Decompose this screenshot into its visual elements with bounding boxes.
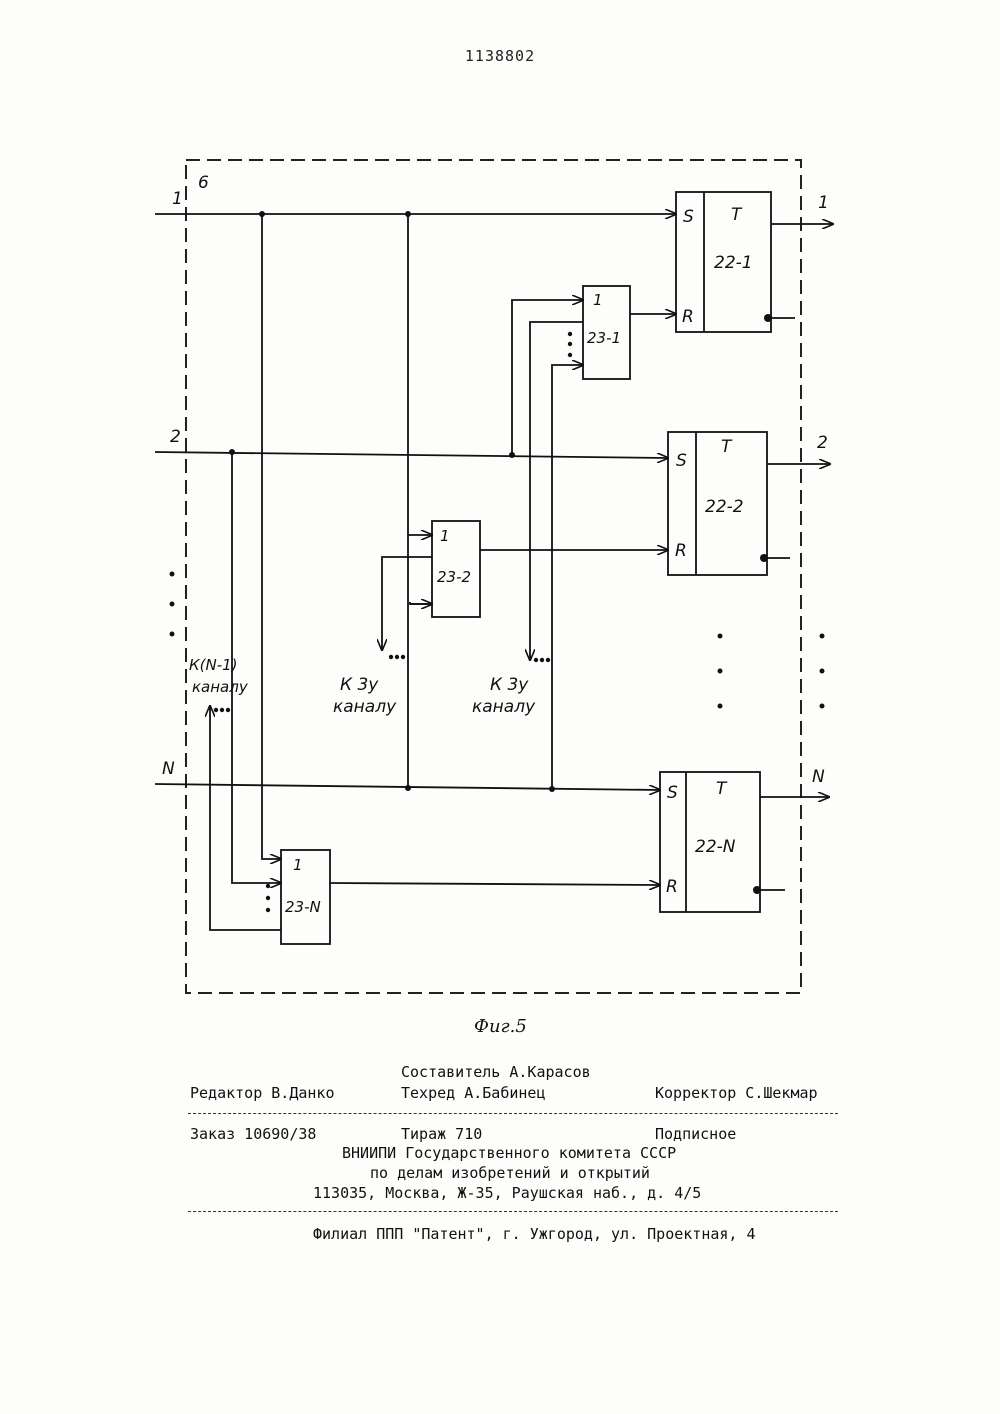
imprint-techred: Техред А.Бабинец bbox=[401, 1084, 546, 1102]
output-label-2: 2 bbox=[817, 433, 828, 453]
trigger-22-n-r: R bbox=[666, 877, 678, 897]
or-gate-23-n-type: 1 bbox=[293, 856, 303, 874]
input-label-1: 1 bbox=[172, 189, 183, 209]
trigger-22-n-id: 22-N bbox=[695, 837, 736, 857]
output-label-1: 1 bbox=[818, 193, 829, 213]
wire-1-to-232 bbox=[408, 214, 432, 535]
trigger-22-1-type: T bbox=[731, 205, 743, 225]
output-label-n: N bbox=[812, 767, 825, 787]
imprint-compiler: Составитель А.Карасов bbox=[401, 1063, 591, 1081]
channel-note-c-line2: каналу bbox=[192, 678, 249, 696]
or-gate-23-n-id: 23-N bbox=[285, 898, 321, 916]
or-gate-23-n bbox=[281, 850, 330, 944]
wire-channel-N1 bbox=[210, 706, 281, 930]
imprint-org-line1: ВНИИПИ Государственного комитета СССР bbox=[342, 1144, 676, 1162]
or-gate-23-1-id: 23-1 bbox=[587, 329, 621, 347]
input-label-n: N bbox=[162, 759, 175, 779]
channel-note-c-line1: К(N-1) bbox=[189, 656, 238, 674]
wire-1-to-23N bbox=[262, 214, 281, 859]
imprint-rule-1 bbox=[188, 1113, 838, 1114]
trigger-22-2-s: S bbox=[676, 451, 687, 471]
imprint-order: Заказ 10690/38 bbox=[190, 1125, 316, 1143]
trigger-22-2-r: R bbox=[675, 541, 687, 561]
imprint-corrector: Корректор С.Шекмар bbox=[655, 1084, 818, 1102]
trigger-22-2-id: 22-2 bbox=[705, 497, 744, 517]
channel-note-a-line2: каналу bbox=[333, 697, 397, 717]
channel-note-b-line1: К 3у bbox=[490, 675, 529, 695]
wire-to-channel-3a bbox=[530, 322, 583, 660]
or-gate-23-1-type: 1 bbox=[593, 291, 603, 309]
wire-N-to-231 bbox=[552, 365, 583, 789]
channel-note-a-line1: К 3у bbox=[340, 675, 379, 695]
or-gate-23-2-type: 1 bbox=[440, 527, 450, 545]
trigger-22-1-s: S bbox=[683, 207, 694, 227]
module-boundary bbox=[186, 160, 801, 993]
imprint-address: 113035, Москва, Ж-35, Раушская наб., д. … bbox=[313, 1184, 701, 1202]
wire-23N-to-RN bbox=[330, 883, 660, 885]
imprint-branch: Филиал ППП "Патент", г. Ужгород, ул. Про… bbox=[313, 1225, 756, 1243]
imprint-editor: Редактор В.Данко bbox=[190, 1084, 335, 1102]
or-gate-23-2-id: 23-2 bbox=[437, 568, 471, 586]
figure-caption: Фиг.5 bbox=[474, 1016, 527, 1037]
imprint-subscription: Подписное bbox=[655, 1125, 736, 1143]
input-label-2: 2 bbox=[170, 427, 181, 447]
trigger-22-1-r: R bbox=[682, 307, 694, 327]
circuit-diagram: 6 bbox=[0, 0, 1000, 1060]
trigger-22-n-s: S bbox=[667, 783, 678, 803]
trigger-22-n-type: T bbox=[716, 779, 728, 799]
wire-2-to-23N bbox=[232, 452, 281, 883]
channel-note-b-line2: каналу bbox=[472, 697, 536, 717]
imprint-circulation: Тираж 710 bbox=[401, 1125, 482, 1143]
module-label: 6 bbox=[198, 173, 209, 193]
imprint-org-line2: по делам изобретений и открытий bbox=[370, 1164, 650, 1182]
imprint-rule-2 bbox=[188, 1211, 838, 1212]
wire-2-to-231 bbox=[512, 300, 583, 455]
trigger-22-2-type: T bbox=[721, 437, 733, 457]
trigger-22-1-id: 22-1 bbox=[714, 253, 753, 273]
